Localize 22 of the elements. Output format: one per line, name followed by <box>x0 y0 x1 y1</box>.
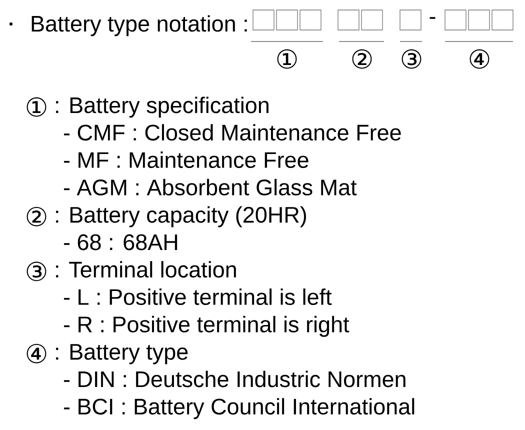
list-item: - L : Positive terminal is left <box>64 288 332 306</box>
separator-dash: - <box>430 17 436 19</box>
section-heading: : Battery type <box>56 344 188 364</box>
callout-number: ④ <box>26 344 46 364</box>
callout-number: ① <box>277 49 297 69</box>
callout-number: ① <box>26 97 46 117</box>
section-heading: : Battery capacity (20HR) <box>56 206 306 228</box>
list-item: - MF : Maintenance Free <box>64 152 308 168</box>
list-item: - DIN : Deutsche Industric Normen <box>64 370 406 388</box>
section-heading: : Terminal location <box>56 261 236 278</box>
callout-number: ③ <box>402 49 422 69</box>
list-item: - CMF : Closed Maintenance Free <box>64 124 401 141</box>
list-item: - AGM : Absorbent Glass Mat <box>64 178 357 196</box>
notation-heading: Battery type notation : <box>32 15 247 36</box>
callout-number: ③ <box>26 262 46 282</box>
callout-number: ④ <box>470 49 490 69</box>
section-heading: : Battery specification <box>56 96 268 118</box>
list-item: - BCI : Battery Council International <box>64 398 414 420</box>
callout-number: ② <box>352 49 372 69</box>
callout-number: ② <box>26 206 46 226</box>
list-item: - R : Positive terminal is right <box>64 316 350 337</box>
list-item: - 68 : 68AH <box>64 234 178 250</box>
